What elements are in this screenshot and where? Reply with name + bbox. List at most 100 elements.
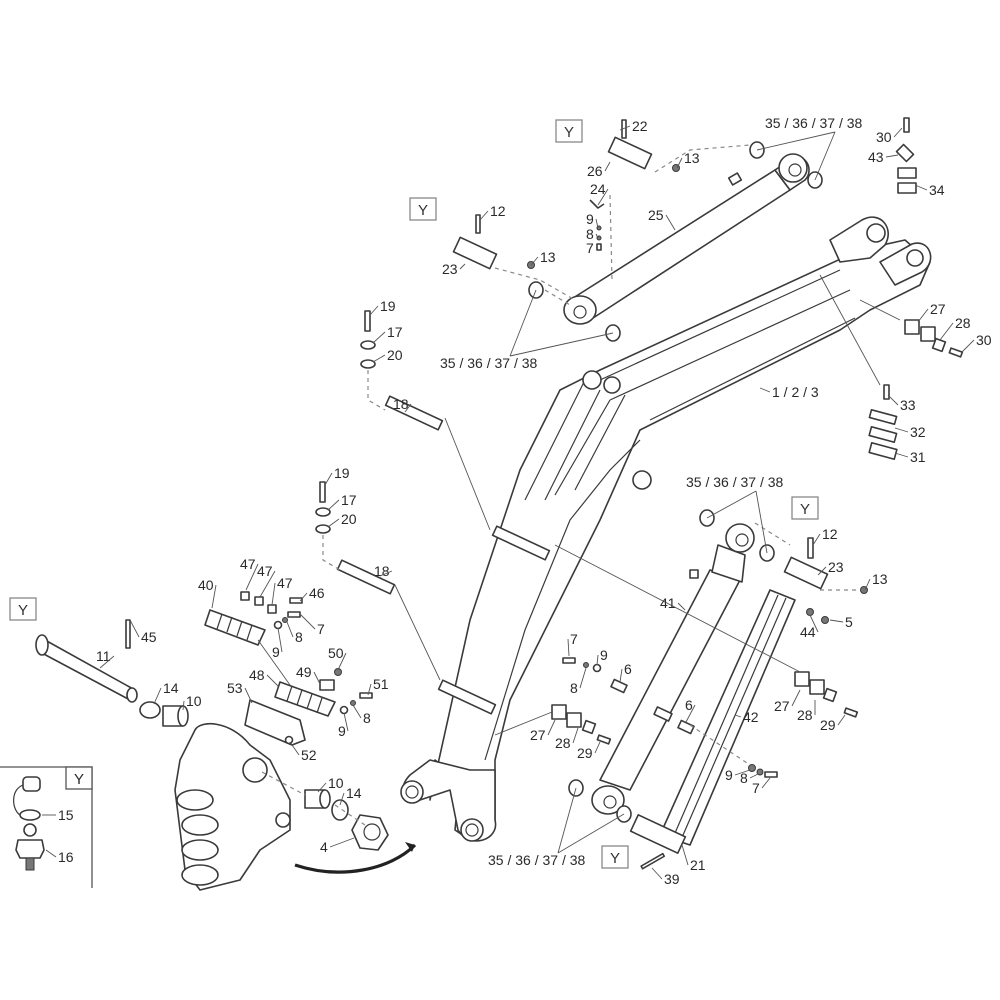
callout-28[interactable]: 28 [555,727,579,751]
hydraulic-cylinder-41[interactable] [591,523,755,815]
callout-28[interactable]: 28 [939,315,971,341]
callout-1-2-3[interactable]: 1 / 2 / 3 [759,384,819,400]
callout-8[interactable]: 8 [352,704,371,726]
callout-label: 43 [868,149,884,165]
callout-8[interactable]: 8 [586,226,599,242]
callout-13[interactable]: 13 [676,150,700,169]
callout-8[interactable]: 8 [286,621,303,645]
callout-25[interactable]: 25 [648,207,676,231]
guide-rail-42[interactable] [659,589,796,846]
callout-23[interactable]: 23 [442,261,466,277]
callout-5[interactable]: 5 [829,614,853,630]
callout-15[interactable]: 15 [42,807,74,823]
callout-22[interactable]: 22 [619,118,648,134]
callout-4[interactable]: 4 [320,837,355,855]
callout-19[interactable]: 19 [369,298,396,316]
callout-13[interactable]: 13 [864,571,888,591]
callout-10[interactable]: 10 [317,775,344,793]
callout-26[interactable]: 26 [587,161,611,179]
callout-27[interactable]: 27 [917,301,946,323]
callout-27[interactable]: 27 [774,689,801,714]
callout-49[interactable]: 49 [296,664,321,685]
callout-9[interactable]: 9 [725,767,751,783]
callout-45[interactable]: 45 [129,619,157,645]
swing-bracket[interactable] [174,723,291,891]
callout-label: 28 [555,735,571,751]
callout-52[interactable]: 52 [289,741,317,763]
callout-21[interactable]: 21 [681,844,706,873]
callout-16[interactable]: 16 [45,849,74,865]
callout-label: 15 [58,807,74,823]
callout-10[interactable]: 10 [182,693,202,711]
callout-8[interactable]: 8 [740,770,759,786]
callout-6[interactable]: 6 [619,661,632,683]
bushing-10-left[interactable] [139,701,189,727]
callout-6[interactable]: 6 [685,697,696,723]
callout-41[interactable]: 41 [660,595,686,611]
callout-14[interactable]: 14 [153,680,179,705]
callout-12[interactable]: 12 [479,203,506,221]
slide-strip-53[interactable] [244,699,306,746]
callout-12[interactable]: 12 [812,526,838,546]
callout-39[interactable]: 39 [651,867,680,887]
callout-7[interactable]: 7 [567,631,578,657]
callout-35-36-37-38[interactable]: 35 / 36 / 37 / 38 [440,289,614,371]
callout-34[interactable]: 34 [914,182,945,198]
callout-7[interactable]: 7 [586,240,598,256]
callout-9[interactable]: 9 [338,712,349,739]
callout-23[interactable]: 23 [817,559,844,576]
callout-7[interactable]: 7 [299,613,325,637]
callout-8[interactable]: 8 [570,667,587,696]
callout-31[interactable]: 31 [894,449,926,465]
callout-20[interactable]: 20 [372,347,403,363]
callout-18[interactable]: 18 [393,396,412,413]
callout-9[interactable]: 9 [272,627,283,660]
bushing-10-lower[interactable] [304,789,349,821]
callout-40[interactable]: 40 [198,577,217,609]
slide-strip-40[interactable] [204,609,266,646]
callout-51[interactable]: 51 [367,676,389,696]
callout-24[interactable]: 24 [590,181,609,206]
callout-32[interactable]: 32 [894,424,926,440]
callout-9[interactable]: 9 [596,647,608,666]
callout-20[interactable]: 20 [327,511,357,528]
callout-42[interactable]: 42 [734,709,759,725]
callout-28[interactable]: 28 [797,700,816,723]
callout-17[interactable]: 17 [327,492,357,511]
callout-47[interactable]: 47 [240,556,259,591]
callout-48[interactable]: 48 [249,667,279,687]
callout-43[interactable]: 43 [868,149,899,165]
leader-line [706,490,757,519]
callout-11[interactable]: 11 [96,648,115,669]
callout-label: 5 [845,614,853,630]
callout-50[interactable]: 50 [328,645,347,671]
gear-nut-4[interactable] [351,814,389,851]
leader-line [343,712,349,732]
callout-53[interactable]: 53 [227,680,253,704]
callout-29[interactable]: 29 [577,741,601,761]
boom-arm[interactable] [400,216,932,842]
slide-strip-48[interactable] [274,681,336,717]
callout-33[interactable]: 33 [887,394,916,413]
callout-18[interactable]: 18 [374,563,393,579]
callout-29[interactable]: 29 [820,714,846,733]
callout-19[interactable]: 19 [324,465,350,486]
callout-47[interactable]: 47 [271,575,293,606]
callout-30[interactable]: 30 [961,332,992,353]
callout-label: 44 [800,624,816,640]
callout-35-36-37-38[interactable]: 35 / 36 / 37 / 38 [488,787,625,868]
callout-17[interactable]: 17 [372,324,403,344]
callout-14[interactable]: 14 [339,785,362,806]
callout-9[interactable]: 9 [586,211,599,229]
callout-35-36-37-38[interactable]: 35 / 36 / 37 / 38 [686,474,784,554]
pivot-pin-11[interactable] [35,619,138,703]
callout-47[interactable]: 47 [257,563,276,598]
hydraulic-cylinder-25[interactable] [563,153,810,325]
callout-30[interactable]: 30 [876,127,903,145]
callout-44[interactable]: 44 [800,614,819,640]
callout-27[interactable]: 27 [530,719,556,743]
callout-13[interactable]: 13 [530,249,556,266]
callout-35-36-37-38[interactable]: 35 / 36 / 37 / 38 [756,115,863,181]
callout-7[interactable]: 7 [752,777,771,796]
callout-46[interactable]: 46 [299,585,325,602]
